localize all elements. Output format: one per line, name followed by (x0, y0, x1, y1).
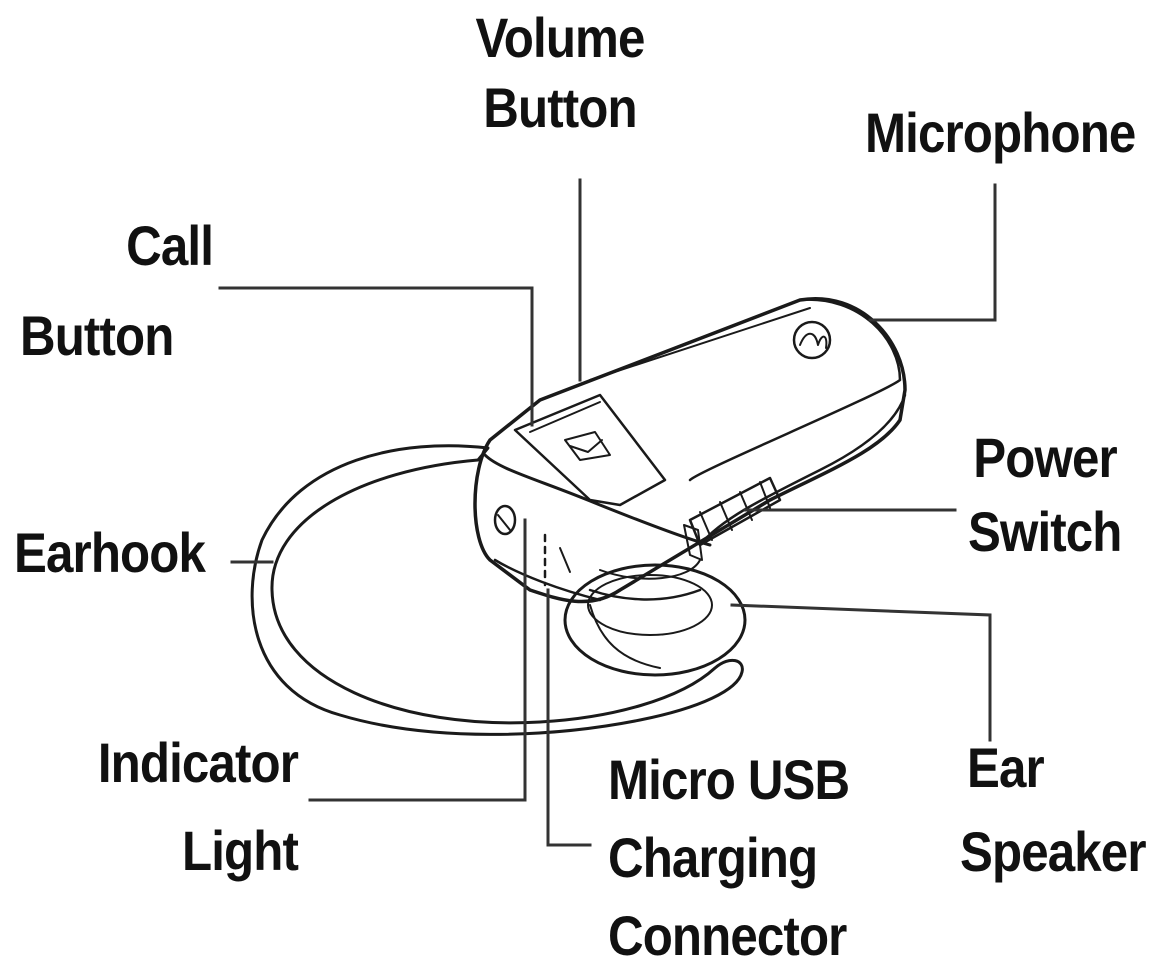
leader-call (218, 286, 534, 427)
label-power-switch: Power Switch (968, 430, 1122, 560)
label-indicator-line1: Indicator (97, 731, 299, 794)
ear-speaker-shape (563, 563, 747, 677)
label-usb-line2: Charging (608, 826, 818, 889)
leader-microphone (868, 183, 997, 322)
label-call-button: Call (26, 214, 214, 277)
label-call-line2: Button (20, 304, 174, 367)
label-micro-usb: Micro USB Charging Connector (608, 748, 850, 967)
label-microphone-line1: Microphone (865, 101, 1136, 164)
label-ear-speaker: Ear Speaker (960, 736, 1147, 883)
housing-shape (473, 297, 907, 604)
microphone-logo (792, 320, 832, 360)
label-power-line2: Switch (968, 500, 1122, 563)
call-button-shape (513, 393, 667, 507)
label-usb-line3: Connector (608, 904, 847, 967)
label-call-line1: Call (126, 214, 214, 277)
label-usb-line1: Micro USB (608, 748, 850, 811)
label-indicator-line2: Light (181, 819, 299, 882)
label-microphone: Microphone (865, 101, 1136, 164)
leader-indicator (308, 518, 527, 802)
label-volume-line1: Volume (475, 6, 645, 69)
label-speaker-line2: Speaker (960, 820, 1147, 883)
label-call-button-2: Button (20, 304, 174, 367)
leader-usb (546, 588, 592, 847)
label-speaker-line1: Ear (967, 736, 1045, 799)
label-volume-line2: Button (483, 76, 637, 139)
earhook-shape (250, 444, 744, 736)
label-earhook: Earhook (14, 521, 206, 584)
power-switch-shape (688, 476, 782, 547)
leader-speaker (730, 603, 992, 742)
label-indicator-light: Indicator Light (36, 731, 299, 882)
label-volume-button: Volume Button (446, 10, 675, 136)
label-power-line1: Power (973, 426, 1117, 489)
label-earhook-line1: Earhook (14, 521, 206, 584)
